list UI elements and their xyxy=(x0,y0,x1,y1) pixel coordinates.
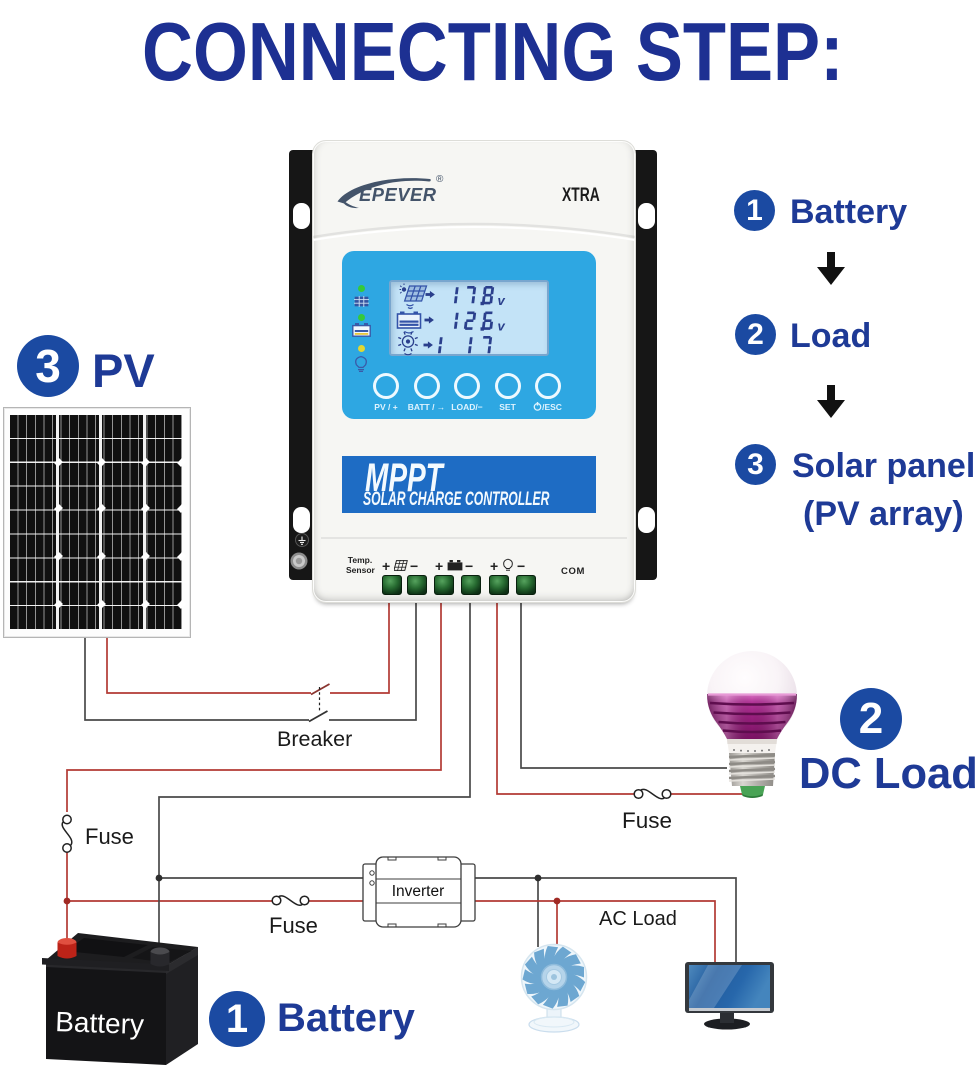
svg-text:v: v xyxy=(498,319,506,334)
svg-text:Inverter: Inverter xyxy=(392,883,445,900)
svg-text:Battery: Battery xyxy=(55,1006,145,1040)
svg-text:v: v xyxy=(498,293,506,308)
